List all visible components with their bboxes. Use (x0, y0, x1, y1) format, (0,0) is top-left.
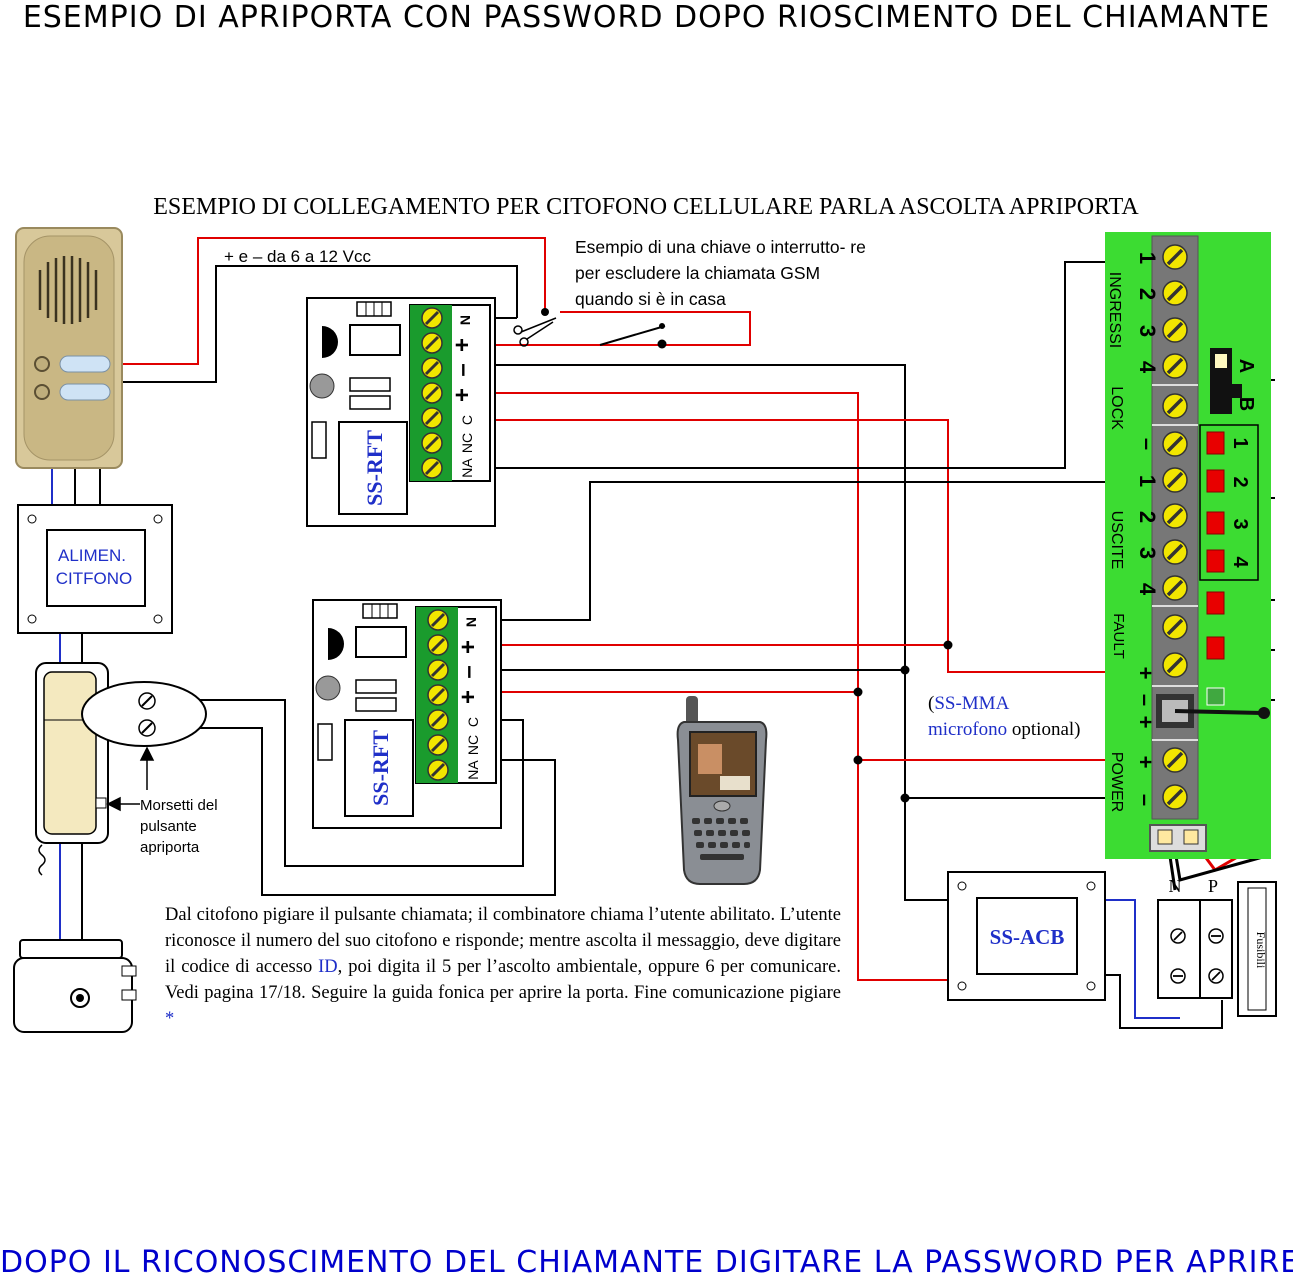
relay-pin-label: + (449, 338, 476, 352)
fuse-label: Fusibili (1254, 932, 1268, 969)
relay-pin-label: C (465, 717, 481, 727)
relay-pin-label: NC (465, 735, 481, 755)
mic-note-text: optional) (1007, 719, 1081, 740)
pointer-arrow-icon (106, 746, 155, 812)
instructions-text: Dal citofono pigiare il pulsante chiamat… (165, 902, 841, 1032)
board-plus-label: + (1133, 756, 1158, 769)
power-box-label: CITFONO (56, 569, 133, 588)
instructions-part: , poi digita il 5 per l’ascolto ambienta… (165, 957, 842, 1003)
relay-module-2: SS-RFT (312, 599, 502, 829)
dip-label: 2 (1229, 476, 1251, 487)
relay-pin-label: + (455, 640, 482, 654)
board-minus-label: – (1133, 694, 1158, 706)
relay-pin-label: NA (459, 458, 475, 478)
switch-note: Esempio di una chiave o interrutto- re p… (575, 237, 866, 309)
switch-label: B (1235, 397, 1257, 411)
page-title: ESEMPIO DI APRIPORTA CON PASSWORD DOPO R… (22, 0, 1271, 35)
instructions-part: Dal citofono pigiare il pulsante chiamat… (165, 905, 841, 977)
board-group-label: LOCK (1108, 386, 1125, 430)
relay-pin-label: + (449, 388, 476, 402)
dip-label: 3 (1229, 518, 1251, 529)
board-input-number: 4 (1135, 361, 1160, 374)
board-minus-label: – (1135, 438, 1160, 450)
relay-module-1: SS-RFT (306, 297, 496, 527)
np-label: N (1169, 876, 1182, 896)
scissors-icon (513, 317, 557, 347)
board-group-label: INGRESSI (1106, 272, 1123, 348)
relay-pin-label: NA (465, 760, 481, 780)
relay-pin-label: C (459, 415, 475, 425)
board-input-number: 3 (1135, 325, 1160, 337)
relay-label: SS-RFT (362, 430, 387, 506)
np-label: P (1208, 876, 1218, 896)
diagram-subtitle: ESEMPIO DI COLLEGAMENTO PER CITOFONO CEL… (153, 194, 1139, 220)
junction-dots (541, 308, 953, 803)
bottom-title: DOPO IL RICONOSCIMENTO DEL CHIAMANTE DIG… (0, 1245, 1293, 1280)
board-input-number: 1 (1135, 252, 1160, 264)
board-plus-label: + (1133, 716, 1158, 729)
relay-pin-label: + (455, 690, 482, 704)
fuse-holder: Fusibili (1237, 881, 1277, 1017)
gsm-board (1105, 232, 1271, 859)
relay-label: SS-RFT (368, 730, 393, 806)
relay-pin-label: NC (459, 433, 475, 453)
star-key: * (165, 1009, 175, 1029)
mic-note: (SS-MMA microfono optional) (928, 691, 1088, 743)
intercom-panel (15, 227, 123, 469)
board-group-label: USCITE (1108, 511, 1125, 570)
relay-pin-label: – (449, 363, 476, 376)
relay-pin-label: – (455, 665, 482, 678)
switch-label: A (1235, 359, 1257, 373)
power-box-label: ALIMEN. (58, 546, 126, 565)
switch-icon (599, 323, 667, 349)
board-output-number: 3 (1135, 547, 1160, 559)
dip-label: 4 (1229, 556, 1251, 568)
board-group-label: FAULT (1110, 613, 1127, 659)
morsetti-label: Morsetti del pulsante apriporta (140, 797, 218, 856)
intercom-power-supply: ALIMEN. CITFONO (17, 504, 173, 634)
mobile-phone-icon (676, 696, 768, 885)
acb-label: SS-ACB (990, 925, 1065, 949)
door-button-terminals (81, 681, 207, 747)
door-lock (13, 939, 137, 1033)
board-output-number: 4 (1135, 583, 1160, 596)
board-input-number: 2 (1135, 288, 1160, 300)
dip-label: 1 (1229, 437, 1251, 448)
board-plus-label: + (1133, 667, 1158, 680)
mic-note-model: SS-MMA microfono (928, 693, 1010, 740)
board-group-label: POWER (1108, 752, 1125, 812)
board-output-number: 1 (1135, 475, 1160, 487)
relay-pin-label: N (463, 617, 479, 627)
acb-box: SS-ACB (947, 871, 1106, 1001)
mains-terminal-block: N P (1157, 876, 1233, 999)
voltage-label: + e – da 6 a 12 Vcc (224, 247, 371, 266)
board-output-number: 2 (1135, 511, 1160, 523)
id-label: ID (318, 957, 338, 977)
mic-note-text: ( (928, 693, 935, 714)
relay-pin-label: N (457, 315, 473, 325)
board-minus-label: – (1133, 794, 1158, 806)
